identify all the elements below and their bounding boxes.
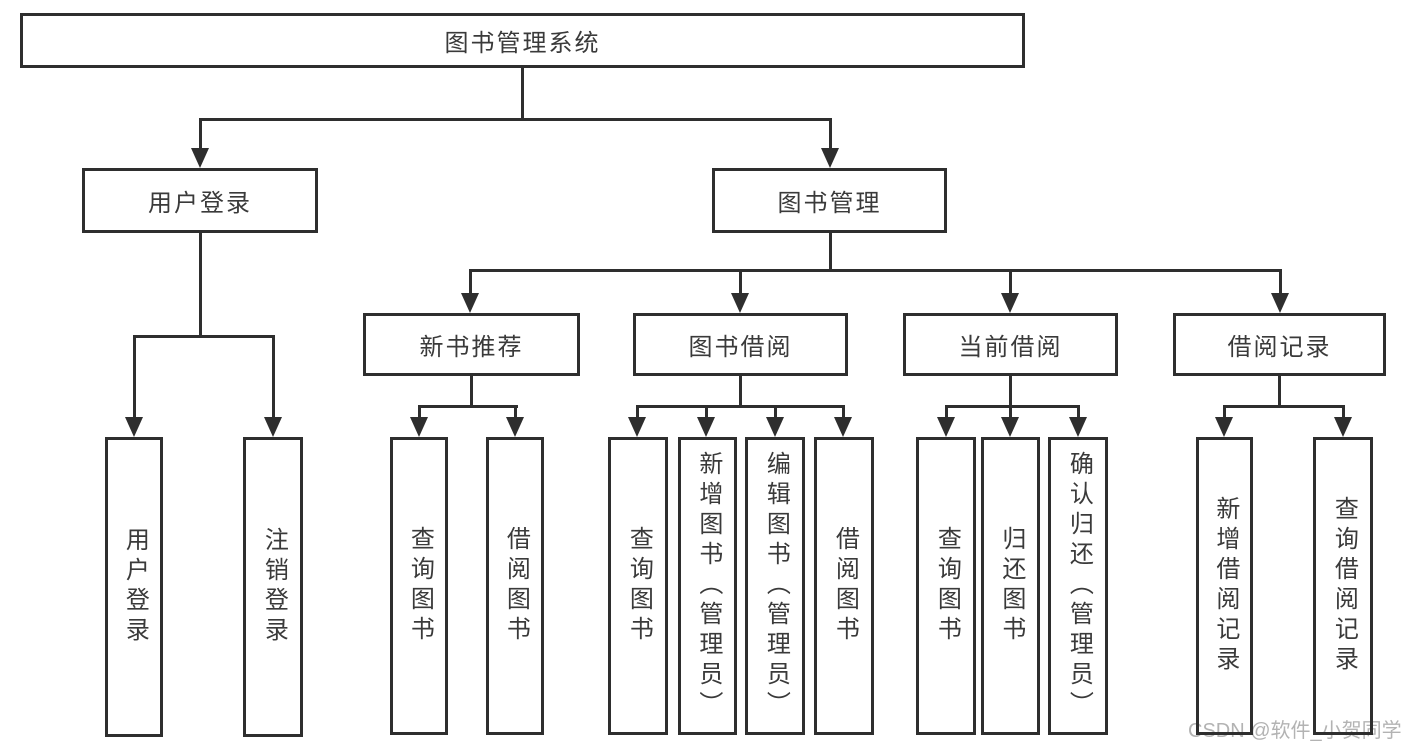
connector-line: [739, 269, 742, 295]
connector-line: [705, 405, 708, 419]
connector-line: [636, 405, 845, 408]
node-label: 当前借阅: [958, 334, 1063, 361]
arrow-down-icon: [461, 293, 479, 313]
node-label: 查询图书: [406, 526, 434, 646]
node-label: 图书管理: [777, 190, 882, 217]
connector-line: [272, 335, 275, 419]
connector-line: [1342, 405, 1345, 419]
arrow-down-icon: [1334, 417, 1352, 437]
node-label: 用户登录: [121, 527, 149, 647]
connector-line: [842, 405, 845, 419]
node-label: 新书推荐: [419, 334, 524, 361]
leaf-user-login: 用户登录: [105, 437, 163, 737]
node-label: 确认归还（管理员）: [1065, 451, 1093, 721]
node-label: 查询图书: [933, 526, 961, 646]
node-book-borrowing: 图书借阅: [633, 313, 848, 376]
leaf-query-books-current: 查询图书: [916, 437, 976, 735]
connector-line: [739, 374, 742, 408]
connector-line: [514, 405, 517, 419]
connector-line: [1279, 269, 1282, 295]
node-borrowing-records: 借阅记录: [1173, 313, 1386, 376]
node-label: 编辑图书（管理员）: [762, 451, 790, 721]
arrow-down-icon: [766, 417, 784, 437]
node-label: 新增图书（管理员）: [694, 451, 722, 721]
leaf-borrow-books-borrowing: 借阅图书: [814, 437, 874, 735]
node-current-borrowing: 当前借阅: [903, 313, 1118, 376]
connector-line: [636, 405, 639, 419]
node-label: 借阅记录: [1227, 334, 1332, 361]
leaf-confirm-return-admin: 确认归还（管理员）: [1048, 437, 1108, 735]
leaf-query-books-borrowing: 查询图书: [608, 437, 668, 735]
leaf-borrow-books-recommend: 借阅图书: [486, 437, 544, 735]
arrow-down-icon: [1001, 293, 1019, 313]
arrow-down-icon: [264, 417, 282, 437]
arrow-down-icon: [834, 417, 852, 437]
connector-line: [829, 233, 832, 272]
node-label: 借阅图书: [831, 526, 859, 646]
connector-line: [199, 118, 832, 121]
connector-line: [133, 335, 275, 338]
leaf-return-books: 归还图书: [981, 437, 1040, 735]
connector-line: [774, 405, 777, 419]
arrow-down-icon: [697, 417, 715, 437]
node-label: 归还图书: [997, 526, 1025, 646]
connector-line: [199, 233, 202, 338]
node-user-login: 用户登录: [82, 168, 318, 233]
connector-line: [945, 405, 1080, 408]
connector-line: [521, 66, 524, 120]
connector-line: [945, 405, 948, 419]
leaf-query-books-recommend: 查询图书: [390, 437, 448, 735]
connector-line: [1278, 374, 1281, 408]
arrow-down-icon: [410, 417, 428, 437]
arrow-down-icon: [125, 417, 143, 437]
leaf-edit-books-admin: 编辑图书（管理员）: [745, 437, 805, 735]
arrow-down-icon: [731, 293, 749, 313]
leaf-logout: 注销登录: [243, 437, 303, 737]
connector-line: [199, 118, 202, 150]
arrow-down-icon: [506, 417, 524, 437]
node-label: 图书借阅: [688, 334, 793, 361]
node-label: 图书管理系统: [444, 30, 601, 57]
node-root-book-management-system: 图书管理系统: [20, 13, 1025, 68]
node-new-book-recommend: 新书推荐: [363, 313, 580, 376]
leaf-add-borrow-record: 新增借阅记录: [1196, 437, 1253, 735]
connector-line: [1077, 405, 1080, 419]
node-book-management: 图书管理: [712, 168, 947, 233]
node-label: 借阅图书: [502, 526, 530, 646]
csdn-watermark: CSDN @软件_小贺同学: [1188, 720, 1402, 742]
leaf-query-borrow-record: 查询借阅记录: [1313, 437, 1373, 735]
node-label: 注销登录: [260, 527, 288, 647]
connector-line: [1223, 405, 1345, 408]
leaf-add-books-admin: 新增图书（管理员）: [678, 437, 737, 735]
arrow-down-icon: [191, 148, 209, 168]
arrow-down-icon: [628, 417, 646, 437]
node-label: 新增借阅记录: [1211, 496, 1239, 676]
arrow-down-icon: [1215, 417, 1233, 437]
connector-line: [418, 405, 421, 419]
arrow-down-icon: [937, 417, 955, 437]
node-label: 用户登录: [148, 190, 252, 217]
connector-line: [133, 335, 136, 419]
connector-line: [1009, 374, 1012, 408]
connector-line: [1009, 405, 1012, 419]
connector-line: [418, 405, 518, 408]
arrow-down-icon: [1069, 417, 1087, 437]
connector-line: [1009, 269, 1012, 295]
arrow-down-icon: [821, 148, 839, 168]
node-label: 查询图书: [625, 526, 653, 646]
connector-line: [1223, 405, 1226, 419]
arrow-down-icon: [1001, 417, 1019, 437]
node-label: 查询借阅记录: [1330, 496, 1358, 676]
connector-line: [469, 269, 1282, 272]
connector-line: [469, 269, 472, 295]
connector-line: [829, 118, 832, 150]
connector-line: [470, 374, 473, 408]
arrow-down-icon: [1271, 293, 1289, 313]
